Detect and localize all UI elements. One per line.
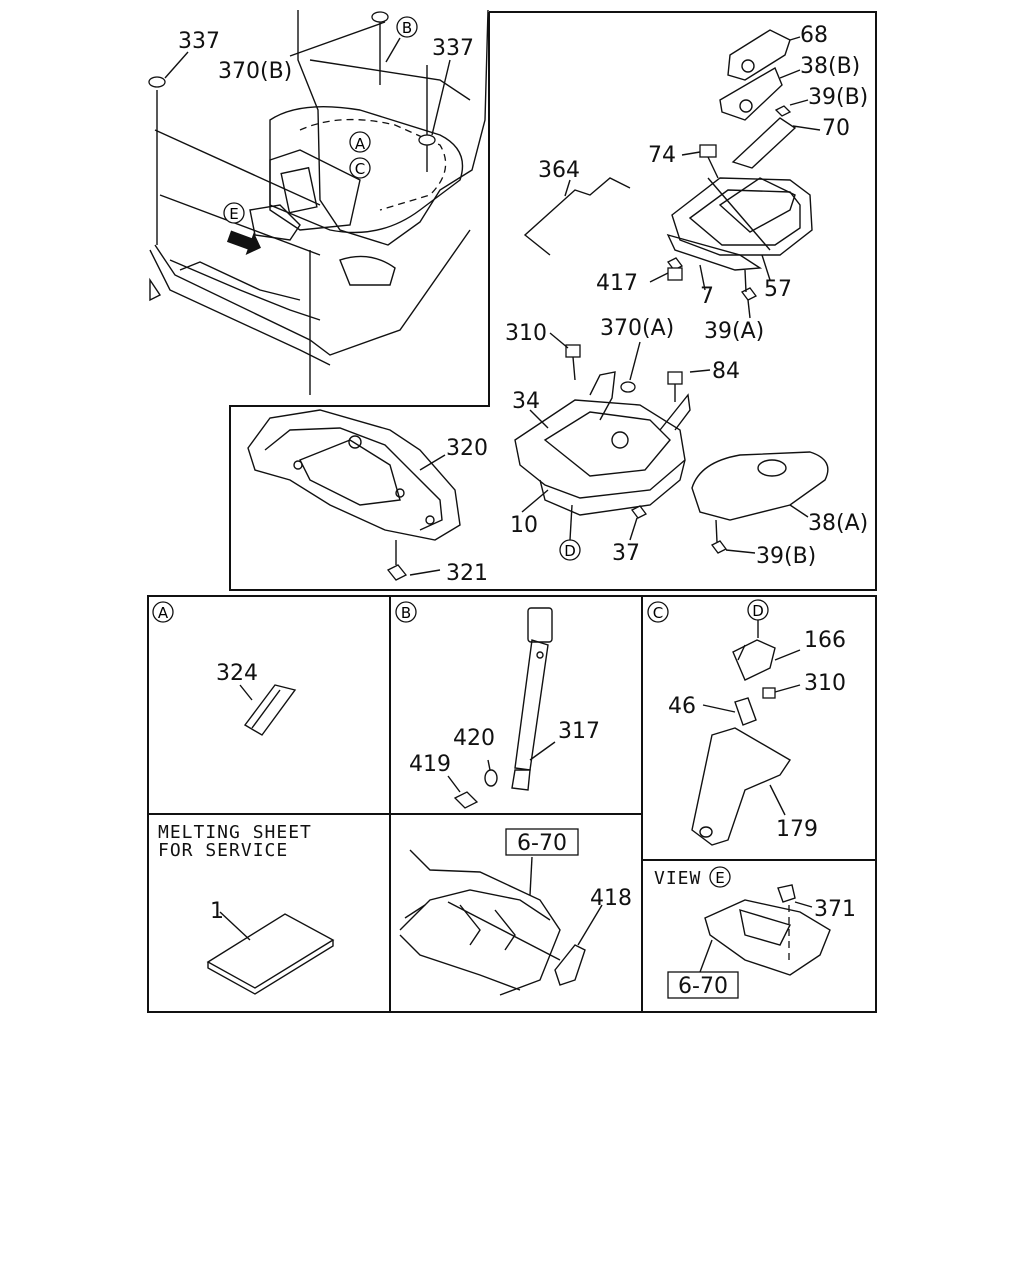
svg-text:A: A xyxy=(355,135,366,153)
melting-line-2: FOR SERVICE xyxy=(158,840,288,861)
label-57: 57 xyxy=(764,277,792,302)
label-68: 68 xyxy=(800,23,828,48)
label-74: 74 xyxy=(648,143,676,168)
label-46: 46 xyxy=(668,694,696,719)
label-34: 34 xyxy=(512,389,540,414)
label-310-main: 310 xyxy=(505,321,547,346)
view-e-panel xyxy=(699,884,831,976)
label-70: 70 xyxy=(822,116,850,141)
label-370a: 370(A) xyxy=(600,316,674,341)
svg-text:E: E xyxy=(715,869,724,887)
label-320: 320 xyxy=(446,436,488,461)
callout-e: E xyxy=(223,202,245,224)
svg-text:D: D xyxy=(752,602,764,620)
view-e-prefix: VIEW xyxy=(654,868,701,889)
label-39b-top: 39(B) xyxy=(808,85,868,110)
callout-c: C xyxy=(349,157,371,179)
detail-c-bracket xyxy=(691,620,801,846)
label-370b: 370(B) xyxy=(218,59,292,84)
detail-418-panel xyxy=(399,849,603,996)
label-337-left: 337 xyxy=(178,29,220,54)
svg-text:B: B xyxy=(401,604,411,622)
label-324: 324 xyxy=(216,661,258,686)
battery-box xyxy=(514,267,829,554)
label-38a: 38(A) xyxy=(808,511,868,536)
label-166: 166 xyxy=(804,628,846,653)
view-e-tag: E xyxy=(709,866,731,888)
svg-text:E: E xyxy=(229,205,238,223)
detail-grid xyxy=(147,595,877,1013)
label-7: 7 xyxy=(700,284,714,309)
label-321: 321 xyxy=(446,561,488,586)
detail-a-tag: A xyxy=(152,601,174,623)
callout-d: D xyxy=(559,539,581,561)
battery-case-assembly xyxy=(523,29,821,319)
ref-box-6-70-b xyxy=(667,971,739,999)
svg-text:B: B xyxy=(402,19,412,37)
ref-6-70-b: 6-70 xyxy=(678,974,728,999)
melting-sheet xyxy=(206,911,335,995)
svg-text:C: C xyxy=(653,604,663,622)
label-310-c: 310 xyxy=(804,671,846,696)
vehicle-floor-view xyxy=(148,9,489,395)
label-1: 1 xyxy=(210,899,224,924)
label-39b-bottom: 39(B) xyxy=(756,544,816,569)
label-419: 419 xyxy=(409,752,451,777)
callout-a: A xyxy=(349,131,371,153)
label-420: 420 xyxy=(453,726,495,751)
label-37: 37 xyxy=(612,541,640,566)
label-371: 371 xyxy=(814,897,856,922)
label-179: 179 xyxy=(776,817,818,842)
ref-box-6-70-a xyxy=(505,828,579,856)
upper-right-frame xyxy=(229,11,877,591)
label-84: 84 xyxy=(712,359,740,384)
label-39a: 39(A) xyxy=(704,319,764,344)
label-418: 418 xyxy=(590,886,632,911)
detail-a-clip xyxy=(239,684,297,736)
label-38b: 38(B) xyxy=(800,54,860,79)
svg-text:D: D xyxy=(564,542,576,560)
label-337-right: 337 xyxy=(432,36,474,61)
floor-cover xyxy=(247,409,461,581)
detail-c-tag: C xyxy=(647,601,669,623)
detail-c-tag-d: D xyxy=(747,599,769,621)
label-417: 417 xyxy=(596,271,638,296)
melting-line-1: MELTING SHEET xyxy=(158,822,312,843)
label-317: 317 xyxy=(558,719,600,744)
label-10: 10 xyxy=(510,513,538,538)
detail-b-tag: B xyxy=(395,601,417,623)
ref-6-70-a: 6-70 xyxy=(517,831,567,856)
detail-b-strap xyxy=(447,607,556,809)
svg-text:A: A xyxy=(158,604,169,622)
svg-text:C: C xyxy=(355,160,365,178)
label-364: 364 xyxy=(538,158,580,183)
callout-b: B xyxy=(396,16,418,38)
